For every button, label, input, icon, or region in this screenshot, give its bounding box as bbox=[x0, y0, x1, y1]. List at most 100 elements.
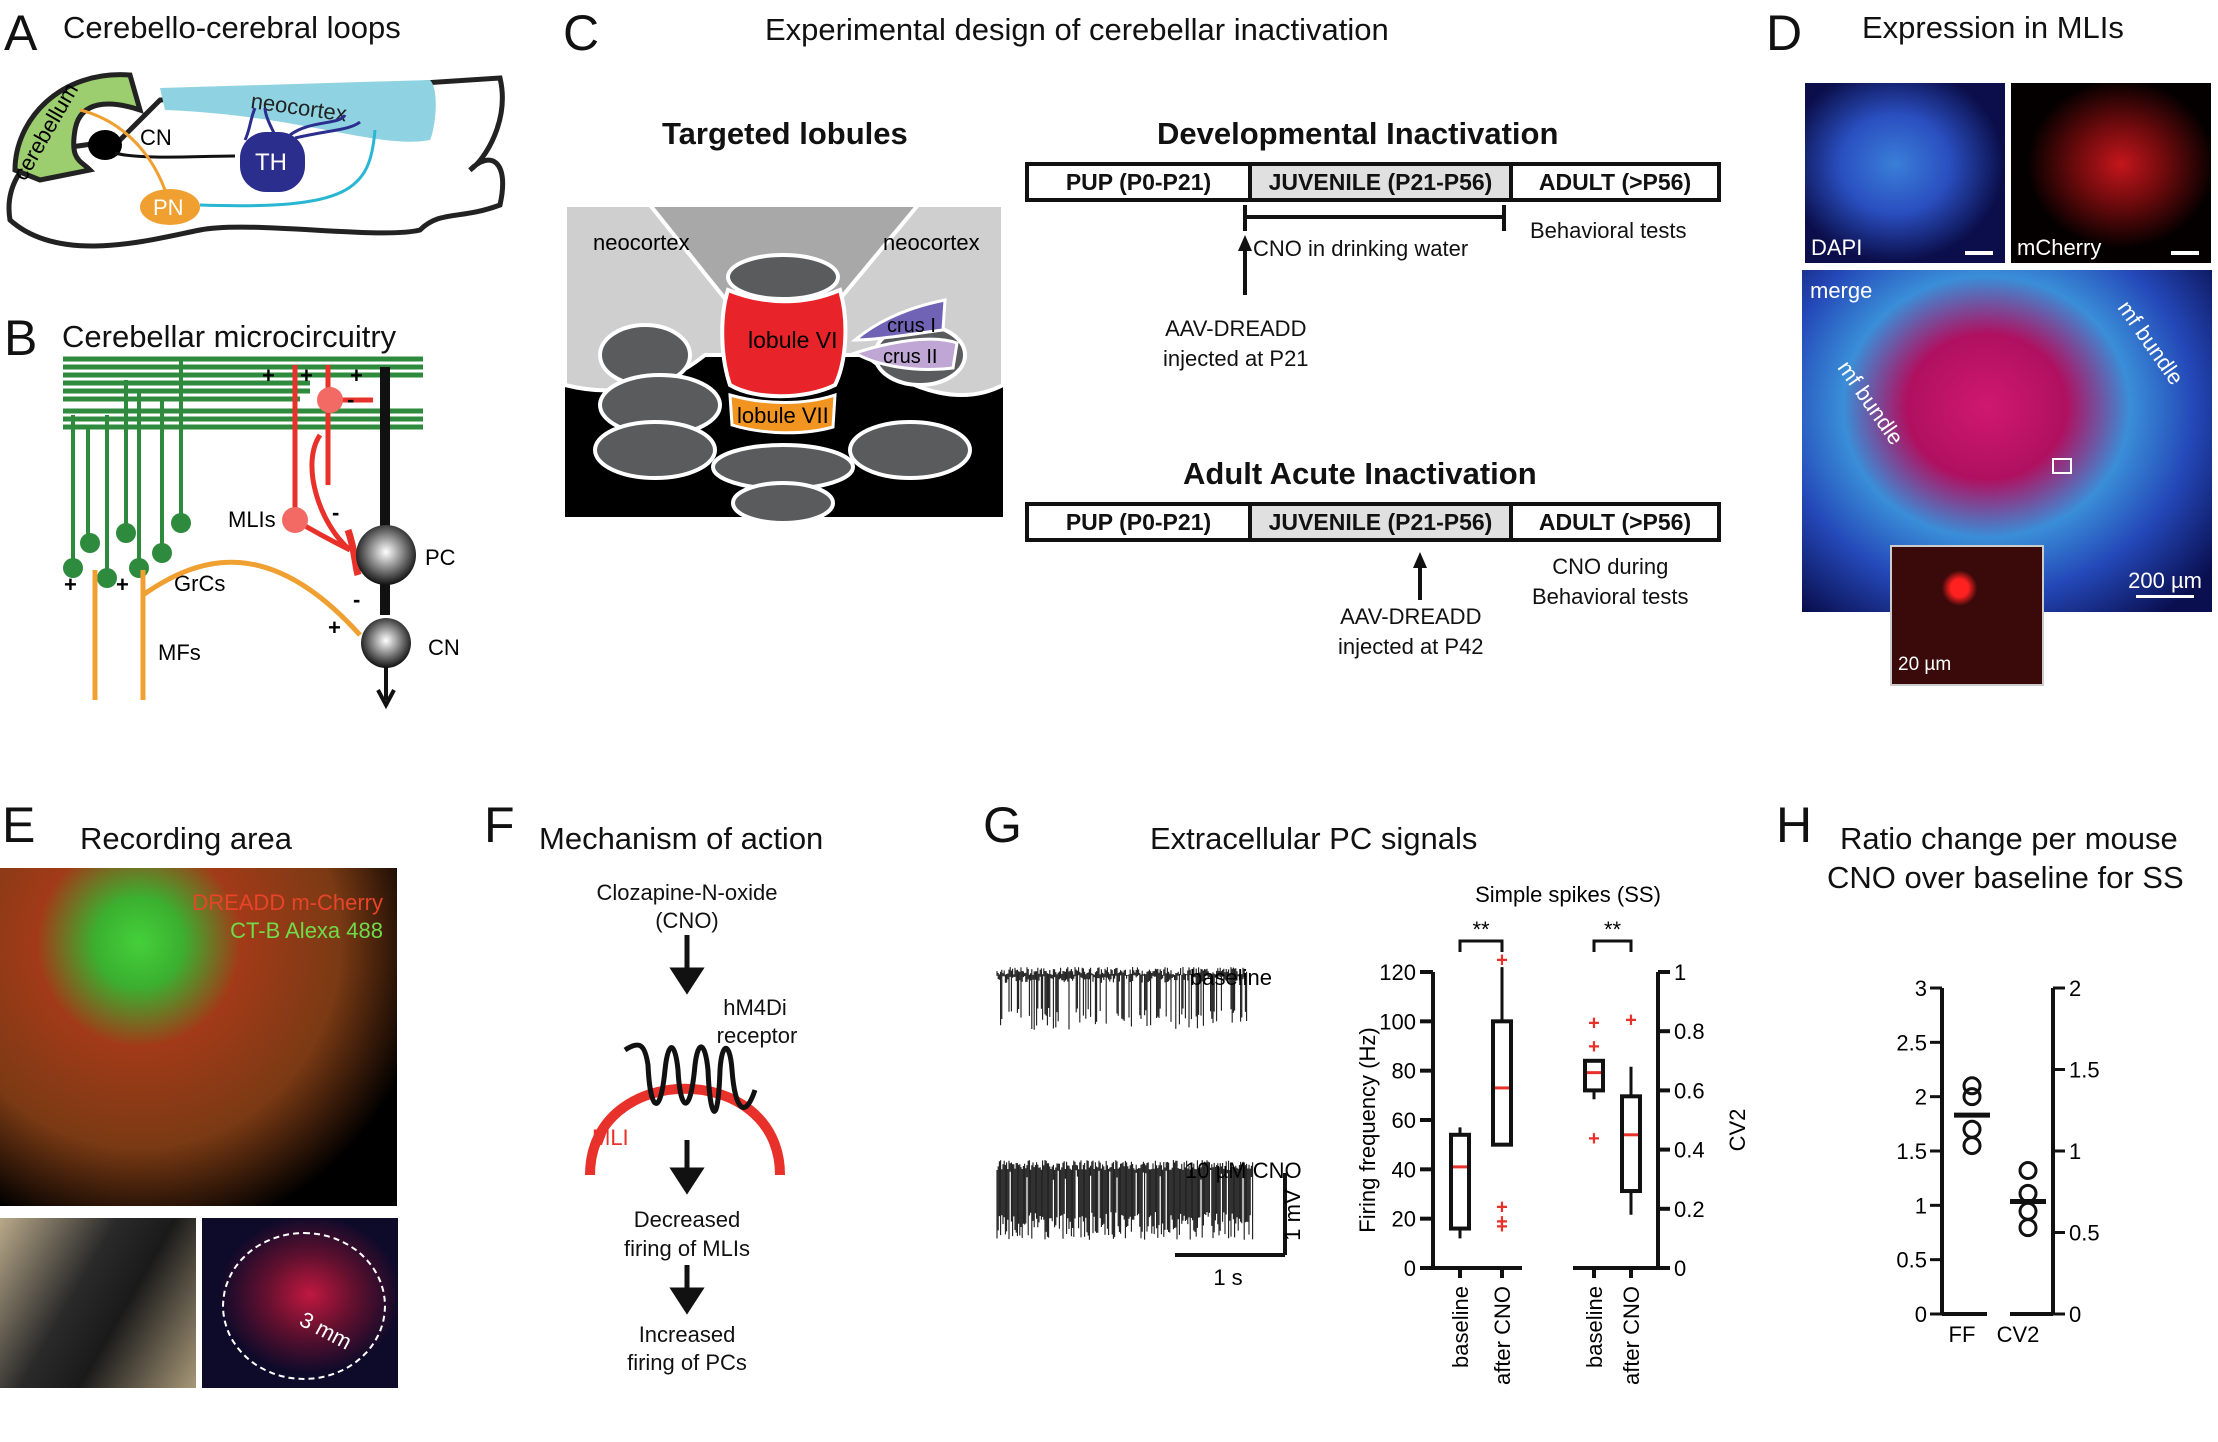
cv2-y-tick-label: 0.6 bbox=[1674, 1078, 1705, 1103]
ff-y-tick-label: 100 bbox=[1379, 1009, 1416, 1034]
box-outlier: + bbox=[1588, 1036, 1600, 1058]
window-outline bbox=[222, 1232, 386, 1380]
adult-acute-inactivation-title: Adult Acute Inactivation bbox=[1183, 456, 1537, 491]
mossy-fibers bbox=[92, 559, 362, 700]
minus-sign: - bbox=[347, 387, 354, 412]
x-tick-label: after CNO bbox=[1619, 1286, 1644, 1385]
ff-y-tick-label: 60 bbox=[1392, 1108, 1416, 1133]
microcircuit-diagram: GrCs MLIs PC CN MFs + + + - - + + - + bbox=[63, 356, 460, 710]
panel-letter-f: F bbox=[484, 797, 515, 853]
crus-ii-label: crus II bbox=[883, 346, 937, 368]
receptor-label-line2: receptor bbox=[717, 1023, 798, 1048]
trace-path bbox=[996, 1160, 1254, 1240]
mf-bundle-left-label: mf bundle bbox=[1832, 355, 1909, 450]
box-outlier: + bbox=[1625, 1009, 1637, 1031]
crus-ii-region bbox=[851, 337, 959, 371]
box-iqr bbox=[1583, 1058, 1605, 1093]
cno-line2: Behavioral tests bbox=[1532, 584, 1689, 609]
cno-period-bracket bbox=[1238, 205, 1506, 295]
ratio-category-label: FF bbox=[1949, 1322, 1976, 1347]
th-label: TH bbox=[255, 149, 287, 176]
cv2-y-tick-label: 0.8 bbox=[1674, 1019, 1705, 1044]
cv2-y-tick-label: 0 bbox=[1674, 1256, 1686, 1281]
simple-spike-boxplots: Simple spikes (SS) Firing frequency (Hz)… bbox=[1355, 882, 1750, 1385]
cv2-axis-label: CV2 bbox=[1725, 1109, 1750, 1152]
ff-ratio-tick-label: 3 bbox=[1915, 976, 1927, 1001]
cv2-y-tick-label: 1 bbox=[1674, 960, 1686, 985]
dreadd-label: DREADD m-Cherry bbox=[192, 890, 383, 915]
mcherry-image: mCherry bbox=[2011, 83, 2211, 263]
panel-g-title: Extracellular PC signals bbox=[1150, 821, 1478, 856]
scale-time-label: 1 s bbox=[1213, 1265, 1242, 1290]
box-outlier: + bbox=[1588, 1128, 1600, 1150]
panel-letter-c: C bbox=[563, 5, 600, 61]
zoom-region-box bbox=[2052, 458, 2072, 474]
ff-ratio-tick-label: 0 bbox=[1915, 1302, 1927, 1327]
box-outlier: + bbox=[1496, 950, 1508, 972]
merge-label: merge bbox=[1810, 278, 1873, 303]
stage-juvenile: JUVENILE (P21-P56) bbox=[1248, 166, 1513, 198]
plus-sign: + bbox=[116, 572, 129, 597]
plus-sign: + bbox=[350, 363, 363, 388]
ratio-point bbox=[2018, 1201, 2038, 1221]
scale-bar bbox=[1965, 251, 1993, 255]
mouse-headplate-photo bbox=[0, 1218, 196, 1388]
cn-output-arrow bbox=[376, 667, 396, 710]
cn-th-arrow bbox=[114, 151, 236, 159]
granule-cell-axons bbox=[71, 359, 183, 575]
cno-label-line2: (CNO) bbox=[655, 908, 719, 933]
significance-bracket bbox=[1592, 939, 1633, 952]
plus-sign: + bbox=[300, 363, 313, 388]
cv2-y-tick-label: 0.4 bbox=[1674, 1138, 1705, 1163]
boxplot-title: Simple spikes (SS) bbox=[1475, 882, 1661, 907]
x-tick-label: after CNO bbox=[1490, 1286, 1515, 1385]
crus-i-label: crus I bbox=[887, 315, 936, 337]
panel-c-title: Experimental design of cerebellar inacti… bbox=[765, 12, 1389, 47]
extracellular-traces: baseline 10 µM CNO 1 mV 1 s bbox=[996, 965, 1305, 1290]
scale-bar bbox=[2171, 251, 2199, 255]
cv2-ratio-tick-label: 0.5 bbox=[2069, 1221, 2100, 1246]
panel-h-title-line1: Ratio change per mouse bbox=[1840, 821, 2178, 856]
cn-label: CN bbox=[428, 635, 460, 660]
trace-path bbox=[996, 967, 1248, 1030]
panel-h-title-line2: CNO over baseline for SS bbox=[1827, 860, 2184, 895]
baseline-label: baseline bbox=[1190, 965, 1272, 990]
brain-loop-diagram: cerebellum neocortex CN TH PN bbox=[6, 72, 506, 249]
box-iqr bbox=[1620, 1094, 1642, 1194]
baseline-trace bbox=[996, 967, 1248, 1030]
ff-ratio-tick-label: 0.5 bbox=[1896, 1248, 1927, 1273]
plus-sign: + bbox=[328, 615, 341, 640]
stage-adult: ADULT (>P56) bbox=[1538, 168, 1692, 195]
mli-membrane bbox=[585, 1083, 785, 1176]
lobule-vi-region bbox=[720, 287, 848, 399]
cno-behavioral-note: CNO during Behavioral tests bbox=[1532, 552, 1689, 612]
cno-label-line1: Clozapine-N-oxide bbox=[597, 880, 778, 905]
scale-200um-label: 200 µm bbox=[2128, 568, 2202, 593]
box-outlier: + bbox=[1496, 1196, 1508, 1218]
ratio-point bbox=[1962, 1136, 1982, 1156]
significance-label: ** bbox=[1604, 917, 1622, 942]
mli-processes bbox=[292, 365, 373, 553]
significance-label: ** bbox=[1472, 917, 1490, 942]
ctb-label: CT-B Alexa 488 bbox=[230, 918, 383, 943]
targeted-lobules-title: Targeted lobules bbox=[662, 116, 908, 151]
panel-letter-h: H bbox=[1776, 797, 1813, 853]
behavioral-tests-note: Behavioral tests bbox=[1530, 218, 1687, 243]
panel-b-title: Cerebellar microcircuitry bbox=[62, 319, 397, 354]
injection-line2: injected at P42 bbox=[1338, 634, 1484, 659]
minus-sign: - bbox=[332, 500, 339, 525]
stage-adult: ADULT (>P56) bbox=[1538, 508, 1692, 535]
developmental-inactivation-title: Developmental Inactivation bbox=[1157, 116, 1559, 151]
ff-y-tick-label: 80 bbox=[1392, 1059, 1416, 1084]
arrow-head bbox=[669, 967, 705, 995]
purkinje-cell bbox=[356, 525, 416, 585]
neocortex-left-label: neocortex bbox=[593, 230, 690, 255]
crus-i-region bbox=[850, 298, 947, 342]
minus-sign: - bbox=[353, 587, 360, 612]
significance-bracket bbox=[1458, 939, 1504, 952]
ff-ratio-tick-label: 1 bbox=[1915, 1193, 1927, 1218]
firing-frequency-axis-label: Firing frequency (Hz) bbox=[1355, 1027, 1380, 1232]
cn-label: CN bbox=[140, 125, 172, 150]
cn-nucleus bbox=[88, 130, 122, 160]
panel-letter-g: G bbox=[983, 797, 1022, 853]
